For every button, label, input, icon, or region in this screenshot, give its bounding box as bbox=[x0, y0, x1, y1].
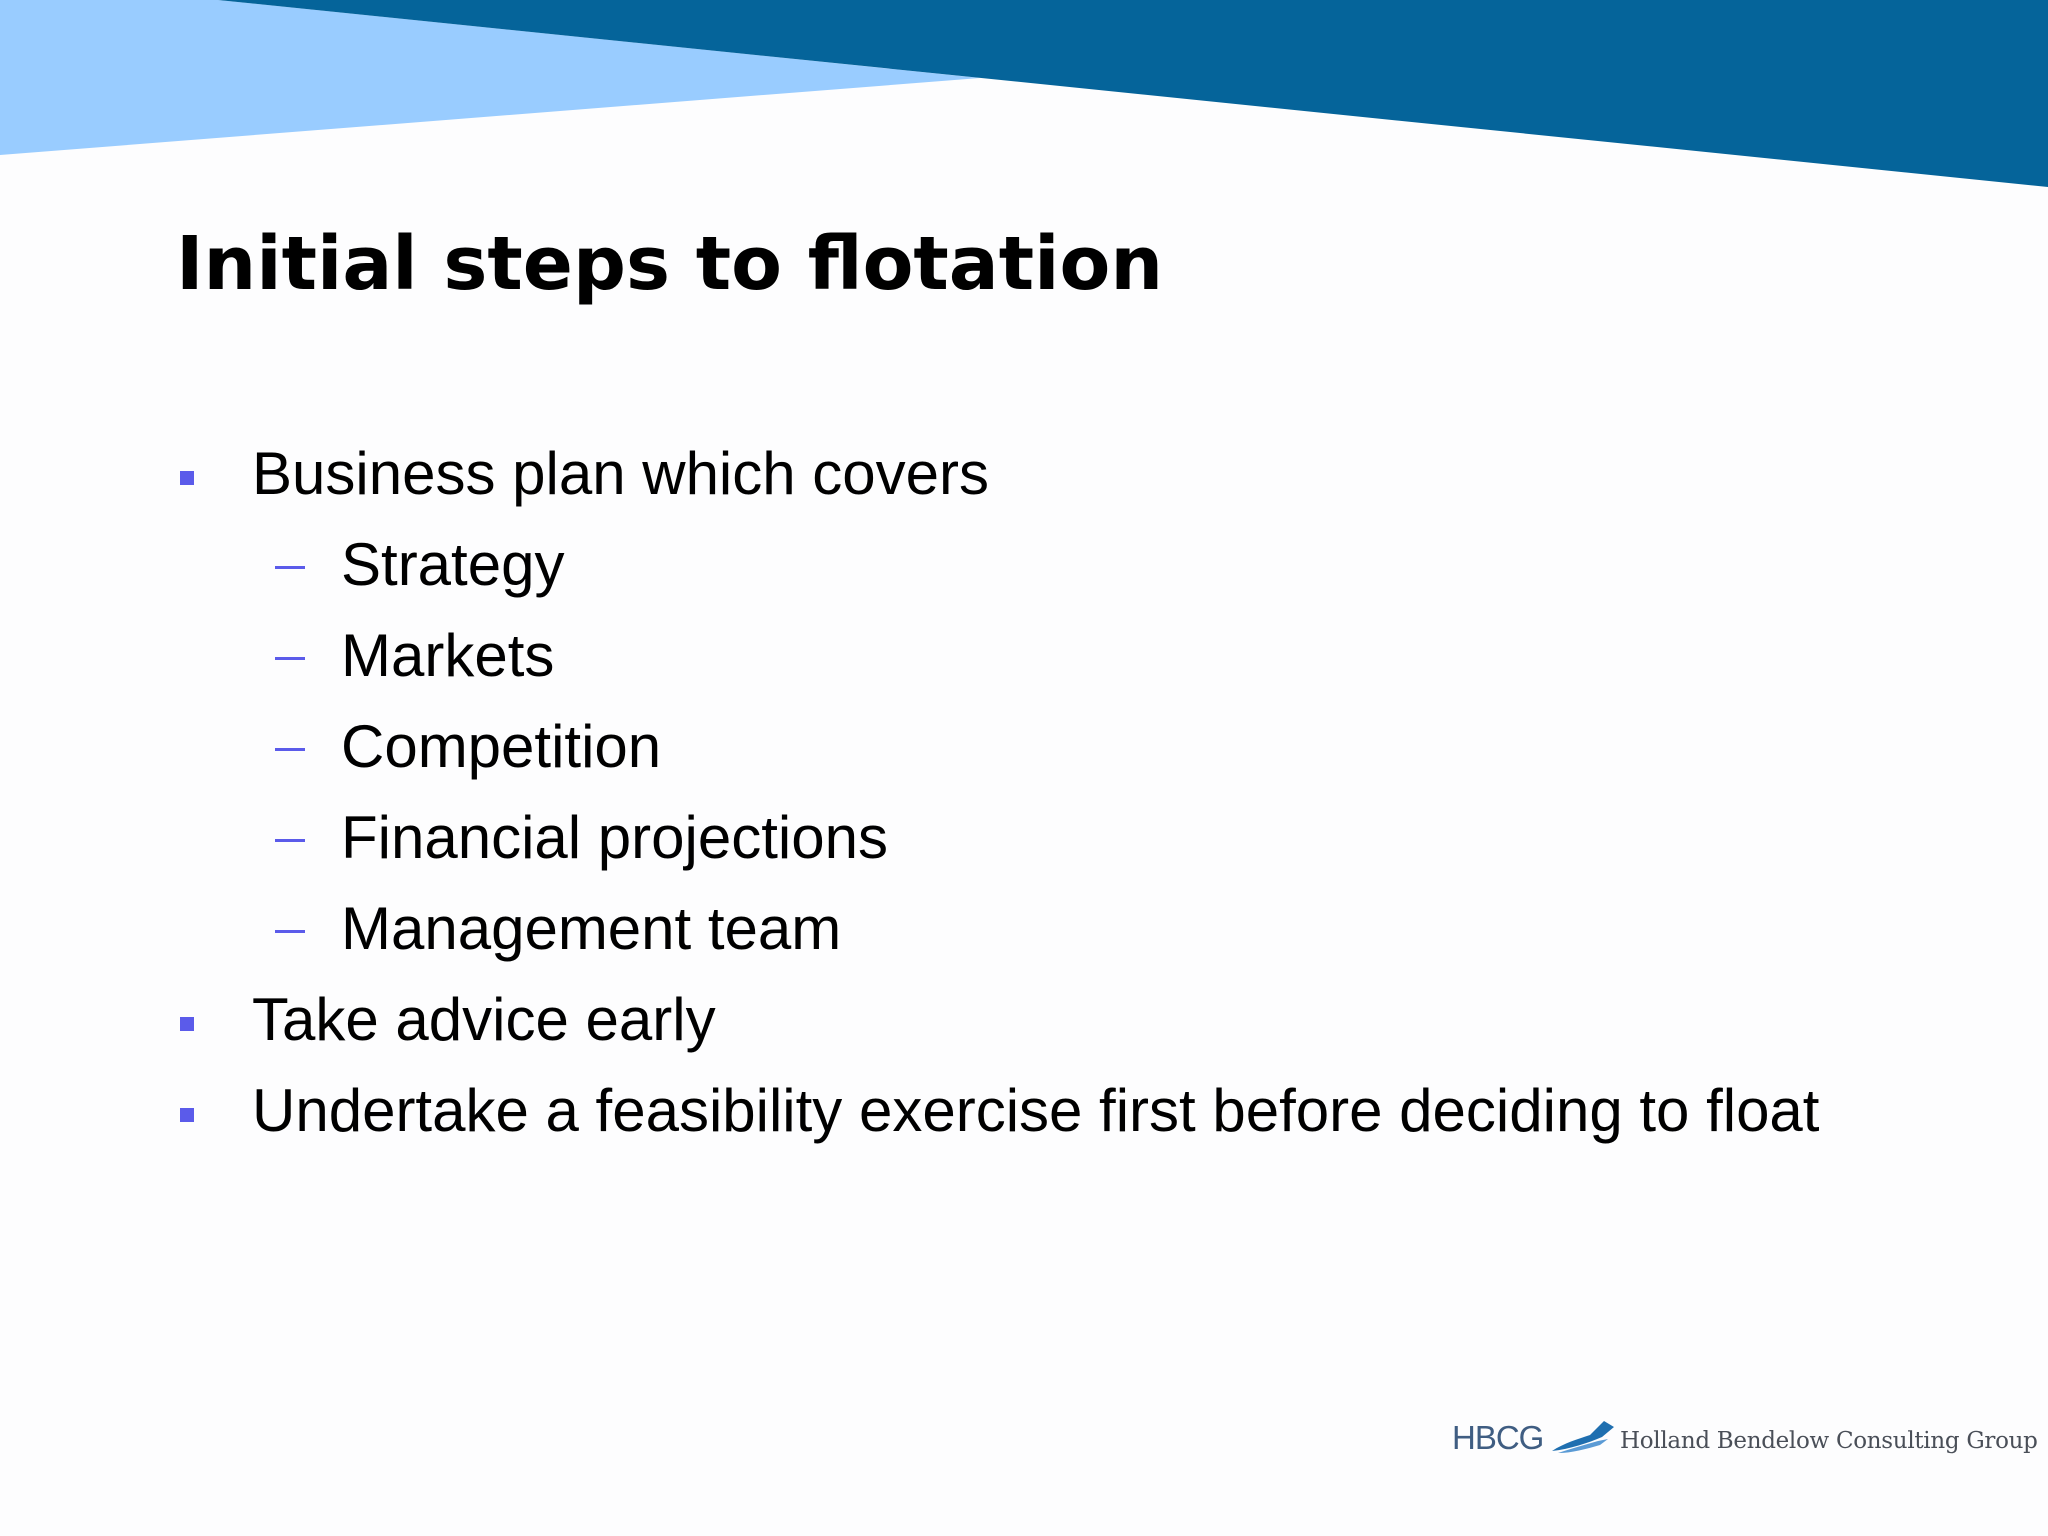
dash-bullet-icon bbox=[275, 839, 305, 842]
slide-title: Initial steps to flotation bbox=[176, 221, 1164, 307]
dash-bullet-icon bbox=[275, 748, 305, 751]
bullet-text: Take advice early bbox=[252, 986, 716, 1053]
dash-bullet-icon bbox=[275, 657, 305, 660]
bullet-text: Business plan which covers bbox=[252, 440, 990, 507]
dash-bullet-icon bbox=[275, 930, 305, 933]
header-band bbox=[0, 0, 2048, 187]
header-band-dark bbox=[218, 0, 2048, 187]
bullet-text: Undertake a feasibility exercise first b… bbox=[252, 1077, 1820, 1144]
logo-abbreviation: HBCG bbox=[1452, 1419, 1544, 1456]
sub-bullet-item: Management team bbox=[176, 897, 1896, 960]
sub-bullet-text: Markets bbox=[341, 622, 555, 689]
sub-bullet-text: Financial projections bbox=[341, 804, 888, 871]
bullet-list: Business plan which covers Strategy Mark… bbox=[176, 442, 1896, 1170]
header-band-light bbox=[0, 0, 980, 155]
dash-bullet-icon bbox=[275, 566, 305, 569]
sub-bullet-text: Management team bbox=[341, 895, 842, 962]
sub-bullet-item: Financial projections bbox=[176, 806, 1896, 869]
square-bullet-icon bbox=[180, 471, 194, 485]
sub-bullet-text: Strategy bbox=[341, 531, 565, 598]
logo-company-name: Holland Bendelow Consulting Group bbox=[1620, 1428, 2038, 1454]
bullet-item: Undertake a feasibility exercise first b… bbox=[176, 1079, 1896, 1142]
square-bullet-icon bbox=[180, 1017, 194, 1031]
sub-bullet-item: Competition bbox=[176, 715, 1896, 778]
square-bullet-icon bbox=[180, 1108, 194, 1122]
bullet-item: Take advice early bbox=[176, 988, 1896, 1051]
company-logo: HBCG Holland Bendelow Consulting Group bbox=[1448, 1413, 2038, 1463]
sub-bullet-list: Strategy Markets Competition Financial p… bbox=[252, 533, 1896, 960]
sub-bullet-item: Strategy bbox=[176, 533, 1896, 596]
sub-bullet-text: Competition bbox=[341, 713, 662, 780]
sub-bullet-item: Markets bbox=[176, 624, 1896, 687]
swoosh-logo-icon bbox=[1552, 1421, 1614, 1453]
bullet-item: Business plan which covers Strategy Mark… bbox=[176, 442, 1896, 960]
